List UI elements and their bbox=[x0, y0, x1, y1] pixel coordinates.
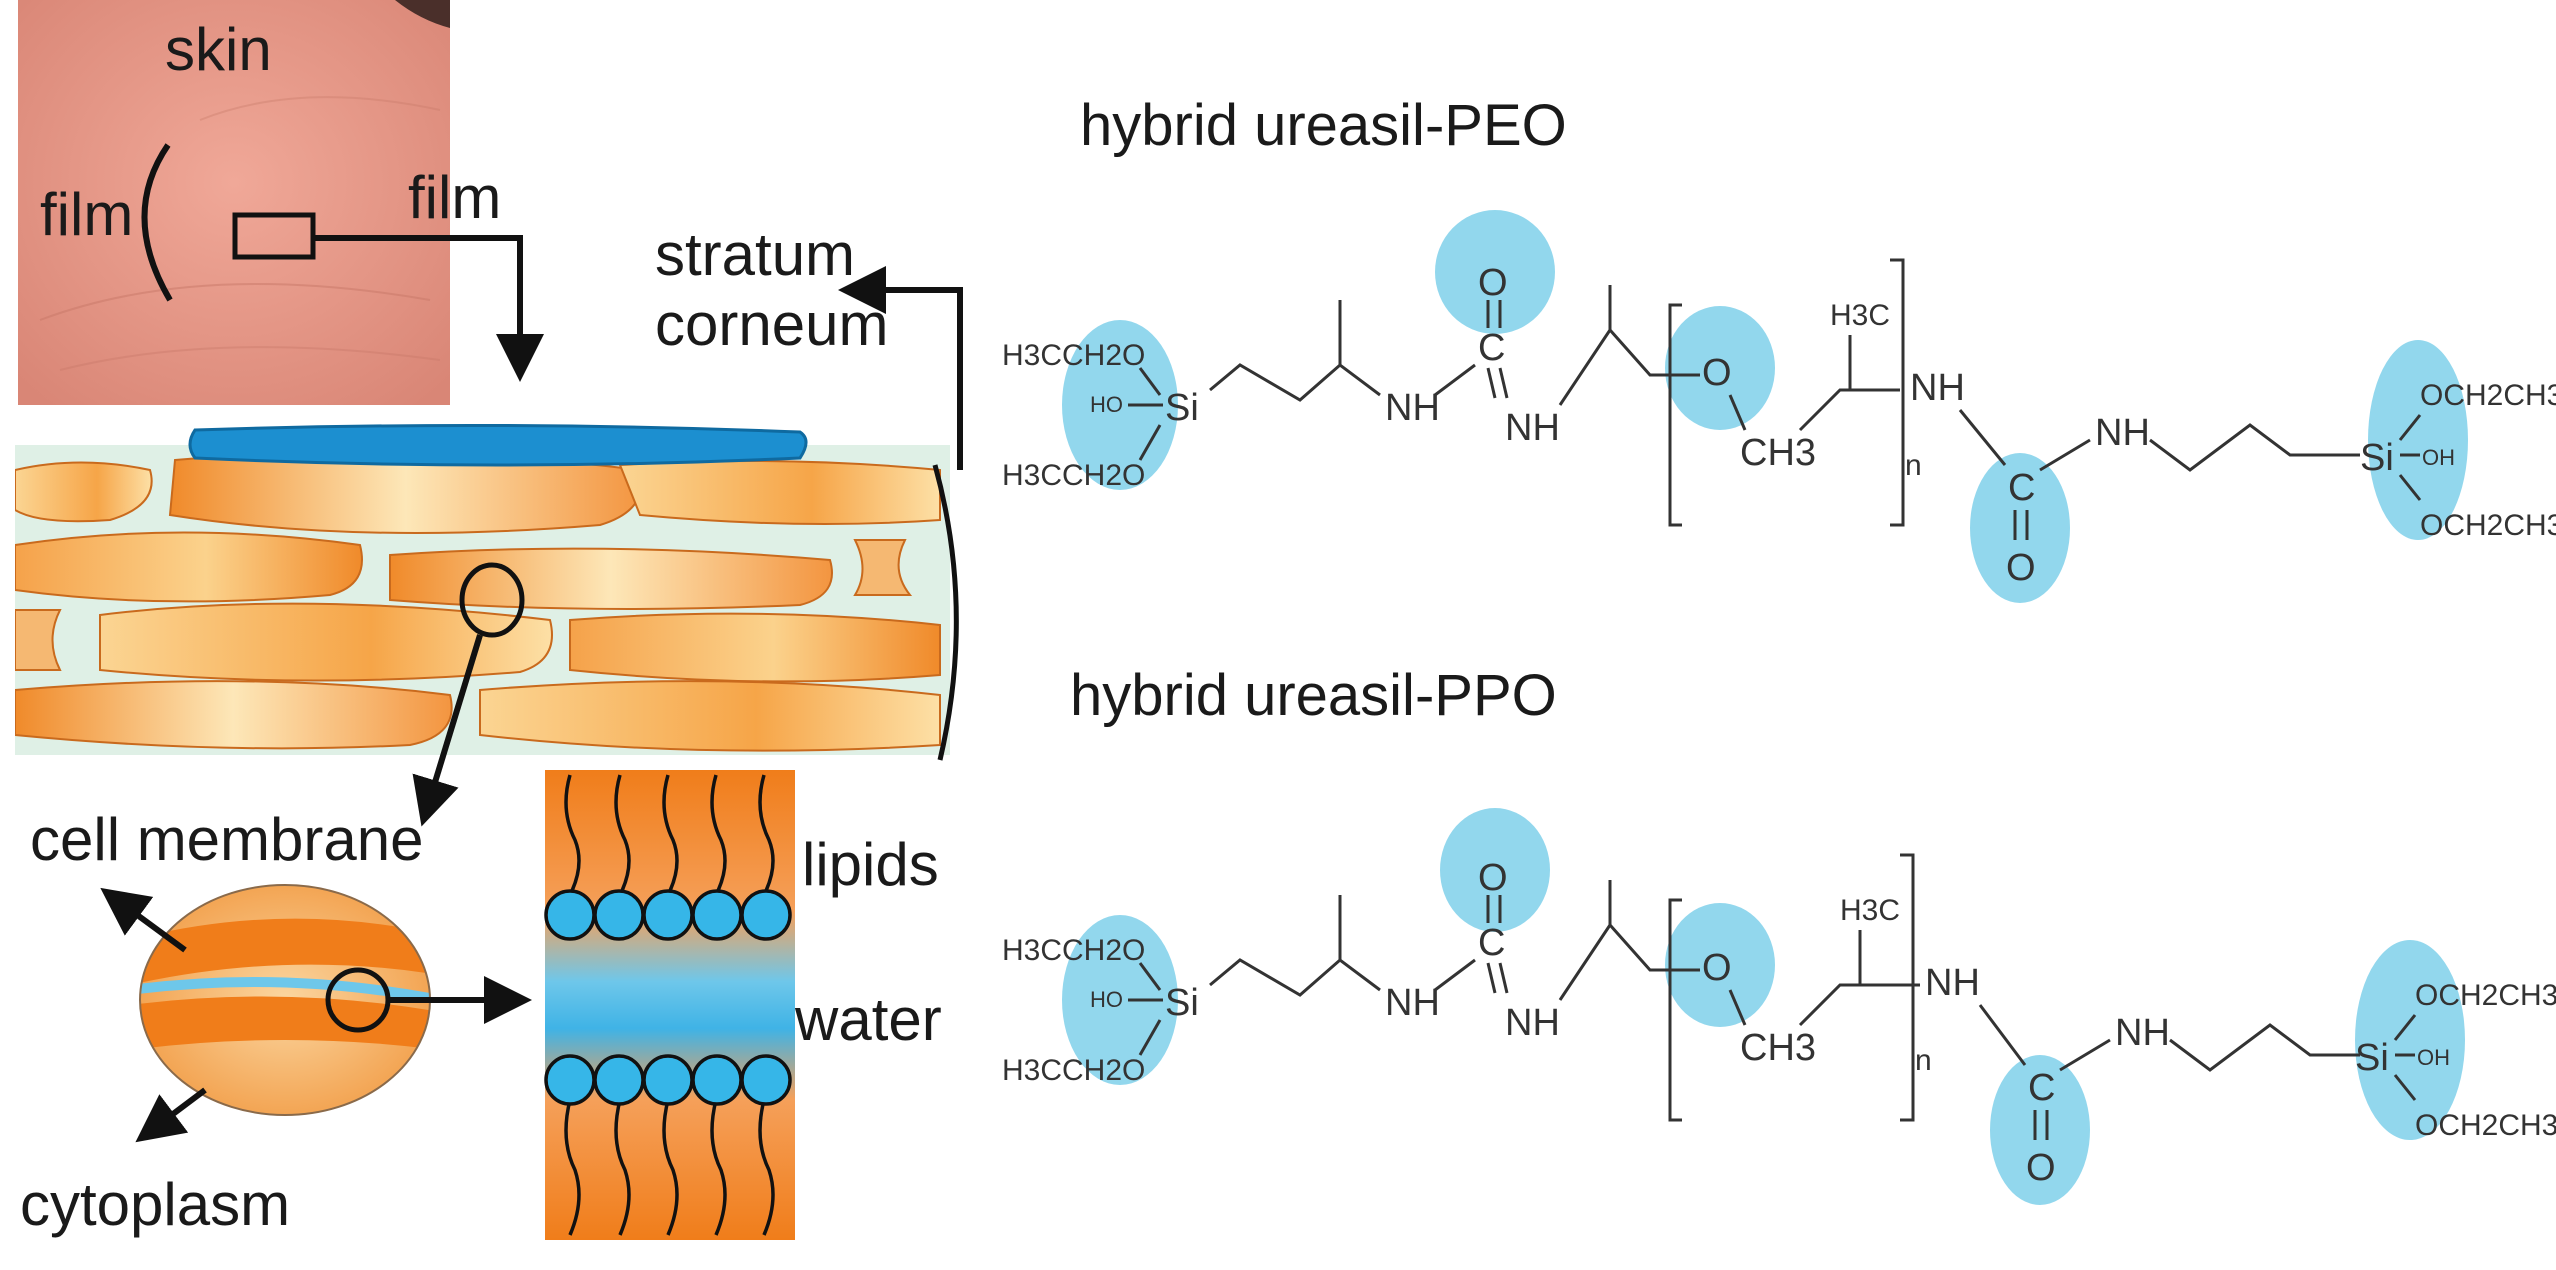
chem-label: Si bbox=[2355, 1037, 2389, 1079]
arrow-to-cytoplasm bbox=[135, 1087, 207, 1143]
chem-label: NH bbox=[1385, 982, 1440, 1024]
chem-label: O bbox=[2026, 1147, 2056, 1189]
chem-label: H3C bbox=[1830, 299, 1890, 332]
chem-label: C bbox=[2008, 467, 2035, 509]
chem-label: HO bbox=[1090, 392, 1123, 417]
chem-label: n bbox=[1905, 449, 1922, 482]
chem-label: Si bbox=[1165, 387, 1199, 429]
chem-label: H3CCH2O bbox=[1002, 934, 1145, 967]
cytoplasm-label: cytoplasm bbox=[20, 1171, 290, 1238]
stratum-label: stratum bbox=[655, 221, 855, 288]
film-edge-arc bbox=[141, 143, 173, 302]
chem-label: CH3 bbox=[1740, 1027, 1816, 1069]
chem-label: NH bbox=[1385, 387, 1440, 429]
chem-label: O bbox=[1702, 947, 1732, 989]
film-layer bbox=[188, 423, 808, 467]
water-label: water bbox=[794, 986, 942, 1053]
corneum-label: corneum bbox=[655, 291, 888, 358]
chem-label: H3CCH2O bbox=[1002, 459, 1145, 492]
lipids-label: lipids bbox=[802, 831, 939, 898]
chem-label: NH bbox=[1505, 407, 1560, 449]
chem-label: n bbox=[1915, 1044, 1932, 1077]
chem-label: C bbox=[1478, 327, 1505, 369]
layer-bracket bbox=[932, 464, 959, 761]
chem-label: H3CCH2O bbox=[1002, 1054, 1145, 1087]
skin-label: skin bbox=[165, 16, 272, 83]
chem-label: NH bbox=[1910, 367, 1965, 409]
skin-photo: skin film film bbox=[18, 0, 501, 405]
chem-label: H3CCH2O bbox=[1002, 339, 1145, 372]
chem-label: HO bbox=[1090, 987, 1123, 1012]
chem-label: Si bbox=[2360, 437, 2394, 479]
arrow-layer-to-cell bbox=[412, 634, 483, 827]
arrow-photo-to-layers bbox=[313, 235, 544, 382]
chem-label: C bbox=[2028, 1067, 2055, 1109]
chem-label: OCH2CH3 bbox=[2415, 979, 2556, 1012]
chem-label: Si bbox=[1165, 982, 1199, 1024]
chem-label: OCH2CH3 bbox=[2420, 509, 2556, 542]
chem-label: NH bbox=[1925, 962, 1980, 1004]
arrow-bracket-to-label bbox=[838, 266, 963, 470]
film-label-left: film bbox=[40, 181, 133, 248]
chem-label: O bbox=[2006, 547, 2036, 589]
chem-label: NH bbox=[1505, 1002, 1560, 1044]
chem-label: O bbox=[1478, 262, 1508, 304]
chem-label: OCH2CH3 bbox=[2420, 379, 2556, 412]
structure-ppo: H3CCH2O HO Si H3CCH2O NH C O NH O CH3 H3… bbox=[1002, 808, 2556, 1205]
structure-title-peo: hybrid ureasil-PEO bbox=[1080, 93, 1567, 158]
chem-label: H3C bbox=[1840, 894, 1900, 927]
cell-diagram bbox=[139, 884, 431, 1116]
chem-label: OH bbox=[2417, 1045, 2450, 1070]
chem-label: OCH2CH3 bbox=[2415, 1109, 2556, 1142]
chem-label: NH bbox=[2095, 412, 2150, 454]
stratum-corneum-layers bbox=[15, 445, 950, 755]
chem-label: O bbox=[1478, 857, 1508, 899]
arrow-to-membrane bbox=[100, 887, 187, 953]
chem-label: NH bbox=[2115, 1012, 2170, 1054]
chem-label: C bbox=[1478, 922, 1505, 964]
lipid-bilayer bbox=[544, 770, 795, 1240]
film-label-right: film bbox=[408, 164, 501, 231]
chem-label: CH3 bbox=[1740, 432, 1816, 474]
chem-label: O bbox=[1702, 352, 1732, 394]
zoom-circle bbox=[459, 562, 525, 638]
structure-title-ppo: hybrid ureasil-PPO bbox=[1070, 663, 1557, 728]
structure-peo: H3CCH2O HO Si H3CCH2O NH C O NH O CH3 H3… bbox=[1002, 210, 2556, 603]
chem-label: OH bbox=[2422, 445, 2455, 470]
cell-membrane-label: cell membrane bbox=[30, 806, 424, 873]
